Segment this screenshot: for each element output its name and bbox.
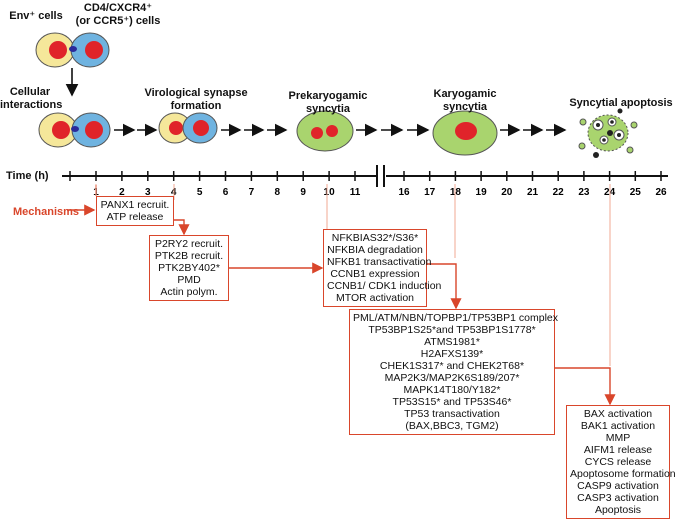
timeline-tick-label: 25 (630, 187, 642, 198)
timeline-tick-label: 19 (476, 187, 488, 198)
box1-line: ATP release (106, 211, 164, 223)
box3-line: NFKB1 transactivation (327, 256, 432, 268)
box2-line: PTK2B recruit. (154, 250, 224, 262)
mechanism-box-1: PANX1 recruit.ATP release (96, 196, 174, 226)
box3-line: MTOR activation (336, 292, 414, 304)
box5-line: Apoptosis (594, 504, 642, 516)
red-connectors (67, 185, 616, 406)
timeline: 12345678910111617181920212223242526 (62, 165, 668, 198)
prekaryogamic-syncytium (296, 110, 354, 152)
timeline-tick-label: 18 (450, 187, 462, 198)
box4-line: PML/ATM/NBN/TOPBP1/TP53BP1 complex (353, 312, 559, 324)
timeline-tick-label: 2 (119, 187, 125, 198)
timeline-tick-label: 3 (145, 187, 151, 198)
mechanisms-label: Mechanisms (13, 206, 80, 218)
timeline-tick-label: 16 (398, 187, 410, 198)
box4-line: TP53 transactivation (404, 408, 500, 420)
box3-line: CCNB1/ CDK1 induction (327, 280, 442, 292)
timeline-tick-label: 7 (249, 187, 255, 198)
timeline-tick-label: 23 (578, 187, 590, 198)
box3-line: CCNB1 expression (330, 268, 420, 280)
synapse-cells (158, 112, 218, 144)
cd4-cells-label: CD4/CXCR4⁺ (or CCR5⁺) cells (75, 2, 161, 27)
timeline-tick-label: 8 (275, 187, 281, 198)
timeline-tick-label: 26 (655, 187, 667, 198)
timeline-tick-label: 22 (553, 187, 565, 198)
prekaryogamic-label: Prekaryogamic syncytia (288, 90, 368, 115)
box5-line: AIFM1 release (583, 444, 653, 456)
box2-line: Actin polym. (160, 286, 218, 298)
box4-line: TP53BP1S25*and TP53BP1S1778* (368, 324, 536, 336)
box5-line: CASP9 activation (577, 480, 659, 492)
timeline-tick-label: 6 (223, 187, 229, 198)
env-cells-label: Env⁺ cells (9, 10, 63, 22)
box4-line: (BAX,BBC3, TGM2) (405, 420, 499, 432)
box3-line: NFKBIAS32*/S36* (331, 232, 419, 244)
box5-line: Apoptosome formation (570, 468, 676, 480)
box4-line: ATMS1981* (424, 336, 480, 348)
apoptotic-syncytium (578, 108, 638, 158)
box4-line: MAPK14T180/Y182* (403, 384, 501, 396)
timeline-tick-label: 17 (424, 187, 436, 198)
timeline-tick-label: 11 (350, 187, 361, 198)
box4-line: MAP2K3/MAP2K6S189/207* (384, 372, 520, 384)
box3-line: NFKBIA degradation (327, 244, 423, 256)
box4-line: TP53S15* and TP53S46* (392, 396, 512, 408)
box5-line: CYCS release (584, 456, 652, 468)
box2-line: PTK2BY402* (158, 262, 220, 274)
box2-line: P2RY2 recruit. (154, 238, 224, 250)
karyogamic-syncytium (432, 110, 498, 156)
cellular-interactions-label: Cellular interactions (0, 86, 63, 111)
initial-cells (35, 32, 110, 68)
interaction-cells (38, 112, 111, 148)
box2-line: PMD (177, 274, 201, 286)
timeline-tick-label: 9 (300, 187, 306, 198)
box4-line: H2AFXS139* (420, 348, 484, 360)
timeline-tick-label: 20 (501, 187, 513, 198)
timeline-tick-label: 5 (197, 187, 203, 198)
mechanism-box-2: P2RY2 recruit.PTK2B recruit.PTK2BY402*PM… (149, 235, 229, 301)
box4-line: CHEK1S317* and CHEK2T68* (379, 360, 525, 372)
timeline-tick-label: 10 (324, 187, 336, 198)
time-axis-label: Time (h) (6, 170, 49, 182)
synapse-label: Virological synapse formation (144, 87, 248, 112)
time-guides (95, 184, 611, 366)
box5-line: BAK1 activation (580, 420, 656, 432)
timeline-tick-label: 21 (527, 187, 539, 198)
box5-line: BAX activation (583, 408, 653, 420)
apoptosis-label: Syncytial apoptosis (569, 97, 673, 109)
box5-line: MMP (605, 432, 631, 444)
karyogamic-label: Karyogamic syncytia (433, 88, 497, 113)
box1-line: PANX1 recruit. (100, 199, 170, 211)
box5-line: CASP3 activation (577, 492, 659, 504)
